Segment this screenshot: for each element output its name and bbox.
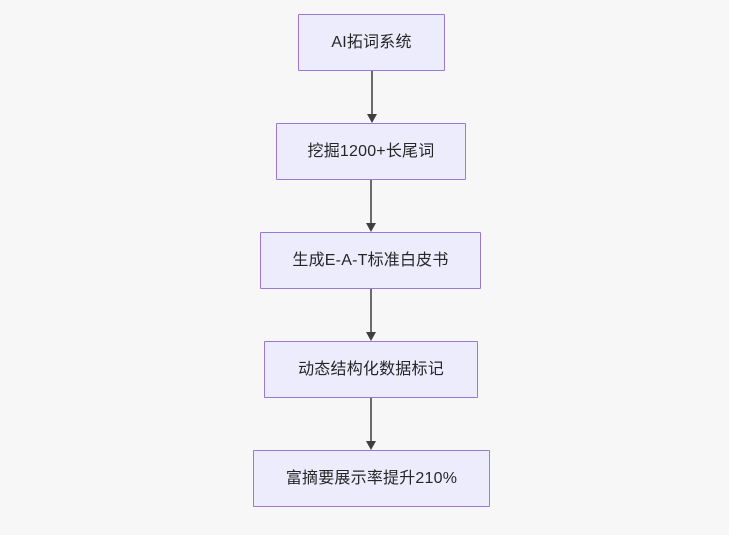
flow-node-mine-longtail-keywords[interactable]: 挖掘1200+长尾词 bbox=[276, 123, 466, 180]
flow-node-label: 生成E-A-T标准白皮书 bbox=[292, 251, 449, 269]
flow-node-dynamic-structured-data-markup[interactable]: 动态结构化数据标记 bbox=[264, 341, 478, 398]
flow-edge-e3 bbox=[366, 289, 376, 341]
flow-node-ai-keyword-system[interactable]: AI拓词系统 bbox=[298, 14, 445, 71]
flow-edge-e1 bbox=[367, 71, 377, 123]
arrowhead-icon bbox=[366, 441, 376, 450]
arrowhead-icon bbox=[366, 332, 376, 341]
flow-node-label: 动态结构化数据标记 bbox=[298, 360, 444, 378]
arrowhead-icon bbox=[366, 223, 376, 232]
arrowhead-icon bbox=[367, 114, 377, 123]
flow-node-label: 挖掘1200+长尾词 bbox=[307, 142, 435, 160]
flow-node-generate-eat-whitepaper[interactable]: 生成E-A-T标准白皮书 bbox=[260, 232, 481, 289]
flow-edge-e2 bbox=[366, 180, 376, 232]
flow-node-label: AI拓词系统 bbox=[331, 33, 412, 51]
flow-node-label: 富摘要展示率提升210% bbox=[285, 469, 458, 487]
flow-edge-e4 bbox=[366, 398, 376, 450]
flow-node-rich-snippet-impression-lift[interactable]: 富摘要展示率提升210% bbox=[253, 450, 490, 507]
